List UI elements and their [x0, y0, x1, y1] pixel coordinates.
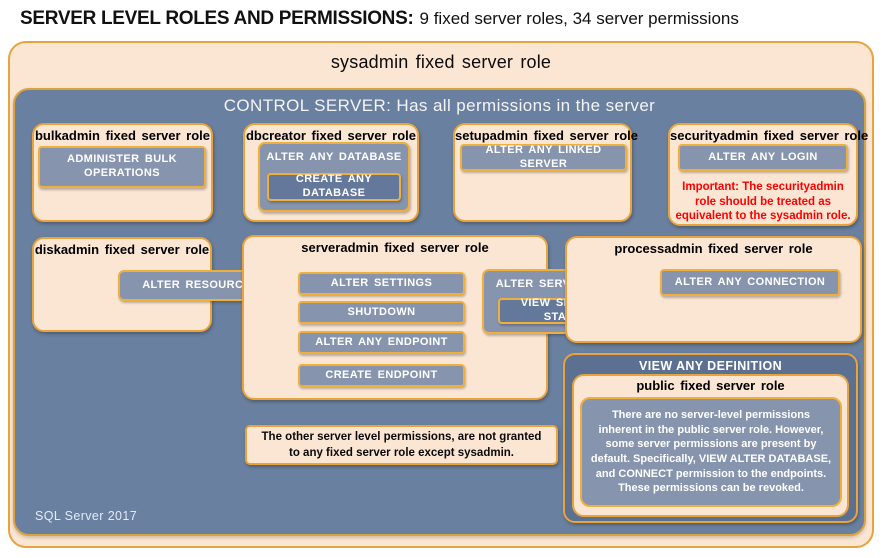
- public-role-description: There are no server-level permissions in…: [580, 397, 842, 507]
- page-title: SERVER LEVEL ROLES AND PERMISSIONS: 9 fix…: [20, 8, 739, 30]
- alter-any-database-label: ALTER ANY DATABASE: [266, 151, 402, 163]
- public-role-box: public fixed server role There are no se…: [572, 374, 849, 517]
- role-box-processadmin: processadmin fixed server role ALTER ANY…: [565, 236, 862, 343]
- permission-chip-alter-any-linked-server: ALTER ANY LINKED SERVER: [460, 144, 627, 171]
- permission-chip-alter-settings: ALTER SETTINGS: [298, 272, 465, 295]
- permission-chip-alter-any-login: ALTER ANY LOGIN: [678, 144, 848, 171]
- sql-server-version-label: SQL Server 2017: [35, 509, 138, 523]
- permission-chip-create-any-database: CREATE ANY DATABASE: [267, 172, 401, 201]
- control-server-title: CONTROL SERVER: Has all permissions in t…: [223, 96, 656, 115]
- processadmin-title: processadmin fixed server role: [614, 241, 813, 256]
- public-role-title: public fixed server role: [636, 378, 785, 393]
- sysadmin-role-title: sysadmin fixed server role: [330, 52, 552, 72]
- role-box-securityadmin: securityadmin fixed server role ALTER AN…: [668, 123, 869, 226]
- permission-chip-administer-bulk-operations: ADMINISTER BULK OPERATIONS: [38, 146, 206, 188]
- role-box-bulkadmin: bulkadmin fixed server role ADMINISTER B…: [32, 123, 213, 222]
- role-box-serveradmin: serveradmin fixed server role ALTER SETT…: [242, 235, 548, 400]
- sysadmin-role-box: sysadmin fixed server role CONTROL SERVE…: [8, 41, 874, 548]
- securityadmin-title: securityadmin fixed server role: [670, 128, 869, 143]
- permission-chip-alter-any-database: ALTER ANY DATABASE CREATE ANY DATABASE: [258, 142, 410, 212]
- securityadmin-warning: Important: The securityadmin role should…: [675, 181, 851, 223]
- page-title-main: SERVER LEVEL ROLES AND PERMISSIONS:: [20, 8, 414, 29]
- control-server-box: CONTROL SERVER: Has all permissions in t…: [13, 88, 869, 536]
- diskadmin-title: diskadmin fixed server role: [34, 242, 210, 257]
- role-box-dbcreator: dbcreator fixed server role ALTER ANY DA…: [243, 123, 419, 222]
- view-any-definition-title: VIEW ANY DEFINITION: [638, 359, 783, 373]
- permission-chip-shutdown: SHUTDOWN: [298, 301, 465, 324]
- bulkadmin-title: bulkadmin fixed server role: [34, 128, 211, 143]
- dbcreator-title: dbcreator fixed server role: [245, 128, 417, 143]
- role-box-setupadmin: setupadmin fixed server role ALTER ANY L…: [453, 123, 639, 222]
- other-permissions-note: The other server level permissions, are …: [245, 425, 558, 465]
- permission-chip-create-endpoint: CREATE ENDPOINT: [298, 364, 465, 387]
- permission-chip-alter-any-endpoint: ALTER ANY ENDPOINT: [298, 331, 465, 354]
- serveradmin-title: serveradmin fixed server role: [301, 240, 489, 255]
- page-title-subtitle: 9 fixed server roles, 34 server permissi…: [419, 9, 739, 28]
- setupadmin-title: setupadmin fixed server role: [455, 128, 639, 143]
- view-any-definition-box: VIEW ANY DEFINITION public fixed server …: [563, 353, 858, 523]
- permission-chip-alter-any-connection: ALTER ANY CONNECTION: [660, 269, 840, 296]
